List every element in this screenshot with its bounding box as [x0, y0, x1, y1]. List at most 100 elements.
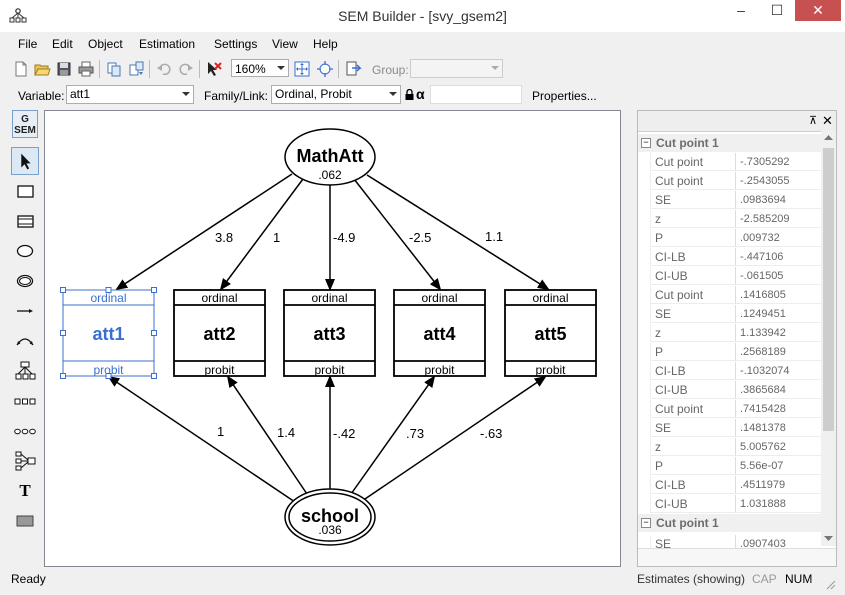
resize-handle[interactable]	[151, 287, 157, 293]
property-row[interactable]: Cut point-.2543055	[638, 172, 821, 191]
fit-window-icon[interactable]	[293, 60, 311, 78]
estimate-icon[interactable]	[344, 60, 362, 78]
menu-estimation[interactable]: Estimation	[139, 37, 196, 51]
properties-button[interactable]: Properties...	[532, 89, 597, 103]
resize-grip-icon[interactable]	[826, 580, 836, 590]
covariance-tool-icon[interactable]	[11, 327, 39, 355]
collapse-icon[interactable]: −	[641, 138, 651, 148]
maximize-button[interactable]: ☐	[770, 2, 784, 18]
property-row[interactable]: CI-LB-.447106	[638, 248, 821, 267]
menu-edit[interactable]: Edit	[52, 37, 73, 51]
path-arrow[interactable]	[226, 375, 308, 495]
close-icon[interactable]: ✕	[822, 113, 833, 128]
fit-diagram-icon[interactable]	[316, 60, 334, 78]
scrollbar-thumb[interactable]	[823, 148, 834, 431]
resize-handle[interactable]	[60, 287, 66, 293]
property-row[interactable]: SE.1249451	[638, 305, 821, 324]
property-row[interactable]: z-2.585209	[638, 210, 821, 229]
variable-select[interactable]: att1	[66, 85, 194, 104]
property-row[interactable]: P.2568189	[638, 343, 821, 362]
regression-component-tool-icon[interactable]	[11, 447, 39, 475]
path-arrow[interactable]	[219, 178, 304, 291]
scroll-down-icon[interactable]	[824, 536, 833, 542]
resize-handle[interactable]	[60, 330, 66, 336]
path-arrow[interactable]	[361, 375, 547, 502]
latent-variable-mathatt[interactable]: MathAtt .062	[284, 128, 376, 186]
path-tool-icon[interactable]	[11, 297, 39, 325]
property-row[interactable]: CI-UB-.061505	[638, 267, 821, 286]
menu-help[interactable]: Help	[313, 37, 338, 51]
copy-diagram-icon[interactable]	[127, 60, 145, 78]
scroll-up-icon[interactable]	[824, 135, 833, 141]
path-arrow[interactable]	[350, 375, 436, 495]
scrollbar[interactable]	[821, 131, 836, 546]
generalized-response-tool-icon[interactable]	[11, 207, 39, 235]
undo-icon[interactable]	[155, 60, 173, 78]
property-row[interactable]: Cut point.7415428	[638, 400, 821, 419]
latent-variable-tool-icon[interactable]	[11, 237, 39, 265]
resize-handle[interactable]	[105, 287, 112, 293]
property-value: 5.005762	[735, 438, 821, 456]
lock-icon[interactable]	[405, 89, 414, 100]
menu-settings[interactable]: Settings	[214, 37, 258, 51]
new-file-icon[interactable]	[12, 60, 30, 78]
diagram-canvas[interactable]: 3.8 1 -4.9 -2.5 1.1 1 1.4 -.42 .73 -.63 …	[44, 110, 621, 567]
family-link-value: Ordinal, Probit	[275, 87, 352, 101]
path-arrow[interactable]	[366, 174, 550, 291]
open-folder-icon[interactable]	[33, 60, 51, 78]
path-arrow[interactable]	[353, 178, 442, 291]
menu-file[interactable]: File	[18, 37, 38, 51]
resize-handle[interactable]	[60, 373, 66, 379]
measurement-component-tool-icon[interactable]	[11, 357, 39, 385]
text-tool-icon[interactable]: T	[19, 481, 31, 500]
property-row[interactable]: CI-UB.3865684	[638, 381, 821, 400]
property-row[interactable]: Cut point.1416805	[638, 286, 821, 305]
select-tool-icon[interactable]	[11, 147, 39, 175]
group-select[interactable]	[410, 59, 503, 78]
resize-handle[interactable]	[105, 373, 112, 379]
multilevel-latent-tool-icon[interactable]	[11, 267, 39, 295]
zoom-combo[interactable]: 160%	[231, 59, 289, 77]
menu-view[interactable]: View	[272, 37, 298, 51]
property-row[interactable]: CI-LB-.1032074	[638, 362, 821, 381]
close-button[interactable]: ✕	[795, 0, 841, 21]
latent-set-tool-icon[interactable]	[11, 417, 39, 445]
section-header[interactable]: − Cut point 1	[638, 514, 821, 532]
copy-icon[interactable]	[105, 60, 123, 78]
path-arrow[interactable]	[107, 375, 296, 503]
resize-handle[interactable]	[151, 330, 157, 336]
property-row[interactable]: CI-LB.4511979	[638, 476, 821, 495]
pin-icon[interactable]: ⊼	[809, 115, 818, 127]
constraint-input[interactable]	[430, 85, 522, 104]
resize-handle[interactable]	[151, 373, 157, 379]
observed-set-tool-icon[interactable]	[11, 387, 39, 415]
property-row[interactable]: SE.1481378	[638, 419, 821, 438]
section-header[interactable]: − Cut point 1	[638, 134, 821, 152]
menu-object[interactable]: Object	[88, 37, 123, 51]
minimize-button[interactable]: –	[737, 2, 745, 18]
select-delete-icon[interactable]	[205, 60, 223, 78]
family-link-select[interactable]: Ordinal, Probit	[271, 85, 401, 104]
property-row[interactable]: SE.0983694	[638, 191, 821, 210]
area-tool-icon[interactable]	[11, 507, 39, 535]
property-row[interactable]: P.009732	[638, 229, 821, 248]
alpha-icon[interactable]: α	[416, 86, 425, 102]
latent-variable-school[interactable]: school .036	[284, 488, 376, 546]
path-arrow[interactable]	[115, 173, 293, 291]
property-row[interactable]: Cut point-.7305292	[638, 153, 821, 172]
collapse-icon[interactable]: −	[641, 518, 651, 528]
redo-icon[interactable]	[177, 60, 195, 78]
save-icon[interactable]	[55, 60, 73, 78]
observed-variable-tool-icon[interactable]	[11, 177, 39, 205]
print-icon[interactable]	[77, 60, 95, 78]
